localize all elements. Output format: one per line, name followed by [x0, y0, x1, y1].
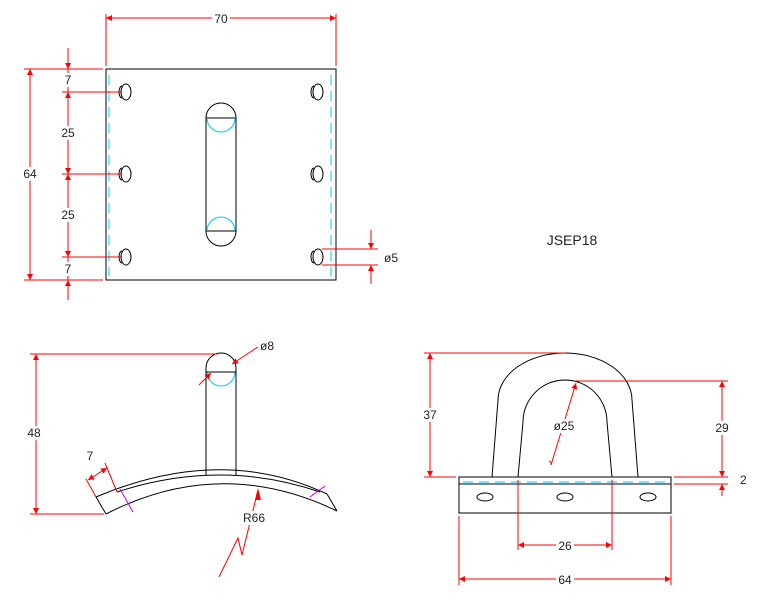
- side-view: 48 ø8 7 R66: [25, 339, 338, 578]
- label-backdrop: [713, 421, 731, 435]
- label-backdrop: [62, 73, 74, 87]
- section-mark-left: [119, 488, 134, 513]
- slot-outline: [205, 102, 237, 247]
- dim-text-plate-width: 64: [558, 573, 572, 587]
- label-backdrop: [240, 511, 268, 525]
- dim-text-leg-spacing: 26: [558, 539, 572, 553]
- dim-inner-height-29: 29: [575, 380, 731, 478]
- part-number: JSEP18: [547, 232, 598, 248]
- dim-flange-width: 7: [84, 449, 118, 498]
- label-backdrop: [258, 339, 277, 353]
- dim-text-side-height: 48: [27, 426, 41, 440]
- front-hole-3: [639, 492, 657, 502]
- label-backdrop: [544, 232, 600, 248]
- plate-outline: [105, 68, 337, 281]
- label-backdrop: [21, 167, 39, 181]
- dim-text-bend-dia: ø25: [554, 419, 575, 433]
- dim-text-flange: 7: [87, 449, 94, 463]
- dim-text-thickness: 2: [740, 473, 747, 487]
- dim-text-edge-bottom: 7: [65, 262, 72, 276]
- dim-text-radius: R66: [243, 511, 265, 525]
- dim-radius: R66: [218, 488, 268, 578]
- u-loop: [491, 352, 639, 478]
- front-hole-1: [476, 492, 494, 502]
- dim-leg-spacing: 26: [517, 480, 613, 553]
- dim-text-height: 64: [23, 167, 37, 181]
- label-backdrop: [551, 419, 577, 433]
- base-plate: [458, 476, 672, 514]
- dim-text-rod-dia: ø8: [260, 339, 274, 353]
- dim-height-48: 48: [25, 353, 218, 515]
- label-backdrop: [382, 251, 401, 265]
- front-hole-2: [556, 492, 574, 502]
- dim-bend-diameter: ø25: [548, 382, 578, 466]
- label-backdrop: [556, 573, 574, 587]
- dim-thickness-2: 2: [674, 470, 749, 496]
- mounting-holes-right: [310, 83, 324, 266]
- dim-text-width: 70: [214, 12, 228, 26]
- front-view: 37 29 2 ø25 26: [421, 352, 749, 587]
- dim-height-64: 64: [21, 68, 103, 281]
- top-view: 70 64 7 25 25 7: [21, 12, 401, 300]
- label-backdrop: [25, 426, 43, 440]
- label-backdrop: [84, 449, 96, 463]
- label-backdrop: [59, 126, 77, 140]
- dim-text-hole-dia: ø5: [384, 251, 398, 265]
- dim-text-pitch-1: 25: [61, 126, 75, 140]
- dim-rod-diameter: ø8: [198, 339, 277, 386]
- dim-hole-chain: 7 25 25 7: [59, 48, 122, 300]
- curved-plate: [105, 483, 338, 515]
- label-backdrop: [59, 208, 77, 222]
- dim-text-edge-top: 7: [65, 73, 72, 87]
- label-backdrop: [738, 473, 749, 487]
- dim-hole-diameter: ø5: [322, 230, 401, 284]
- label-backdrop: [421, 408, 439, 422]
- label-backdrop: [212, 12, 230, 26]
- dim-plate-width: 64: [458, 516, 672, 587]
- rod: [205, 352, 237, 475]
- dim-text-pitch-2: 25: [61, 208, 75, 222]
- label-backdrop: [62, 262, 74, 276]
- section-mark-right: [309, 485, 326, 498]
- dim-text-front-height: 37: [423, 408, 437, 422]
- label-backdrop: [556, 539, 574, 553]
- dim-height-37: 37: [421, 352, 565, 478]
- dim-text-inner-height: 29: [715, 421, 729, 435]
- dim-width-70: 70: [105, 12, 337, 66]
